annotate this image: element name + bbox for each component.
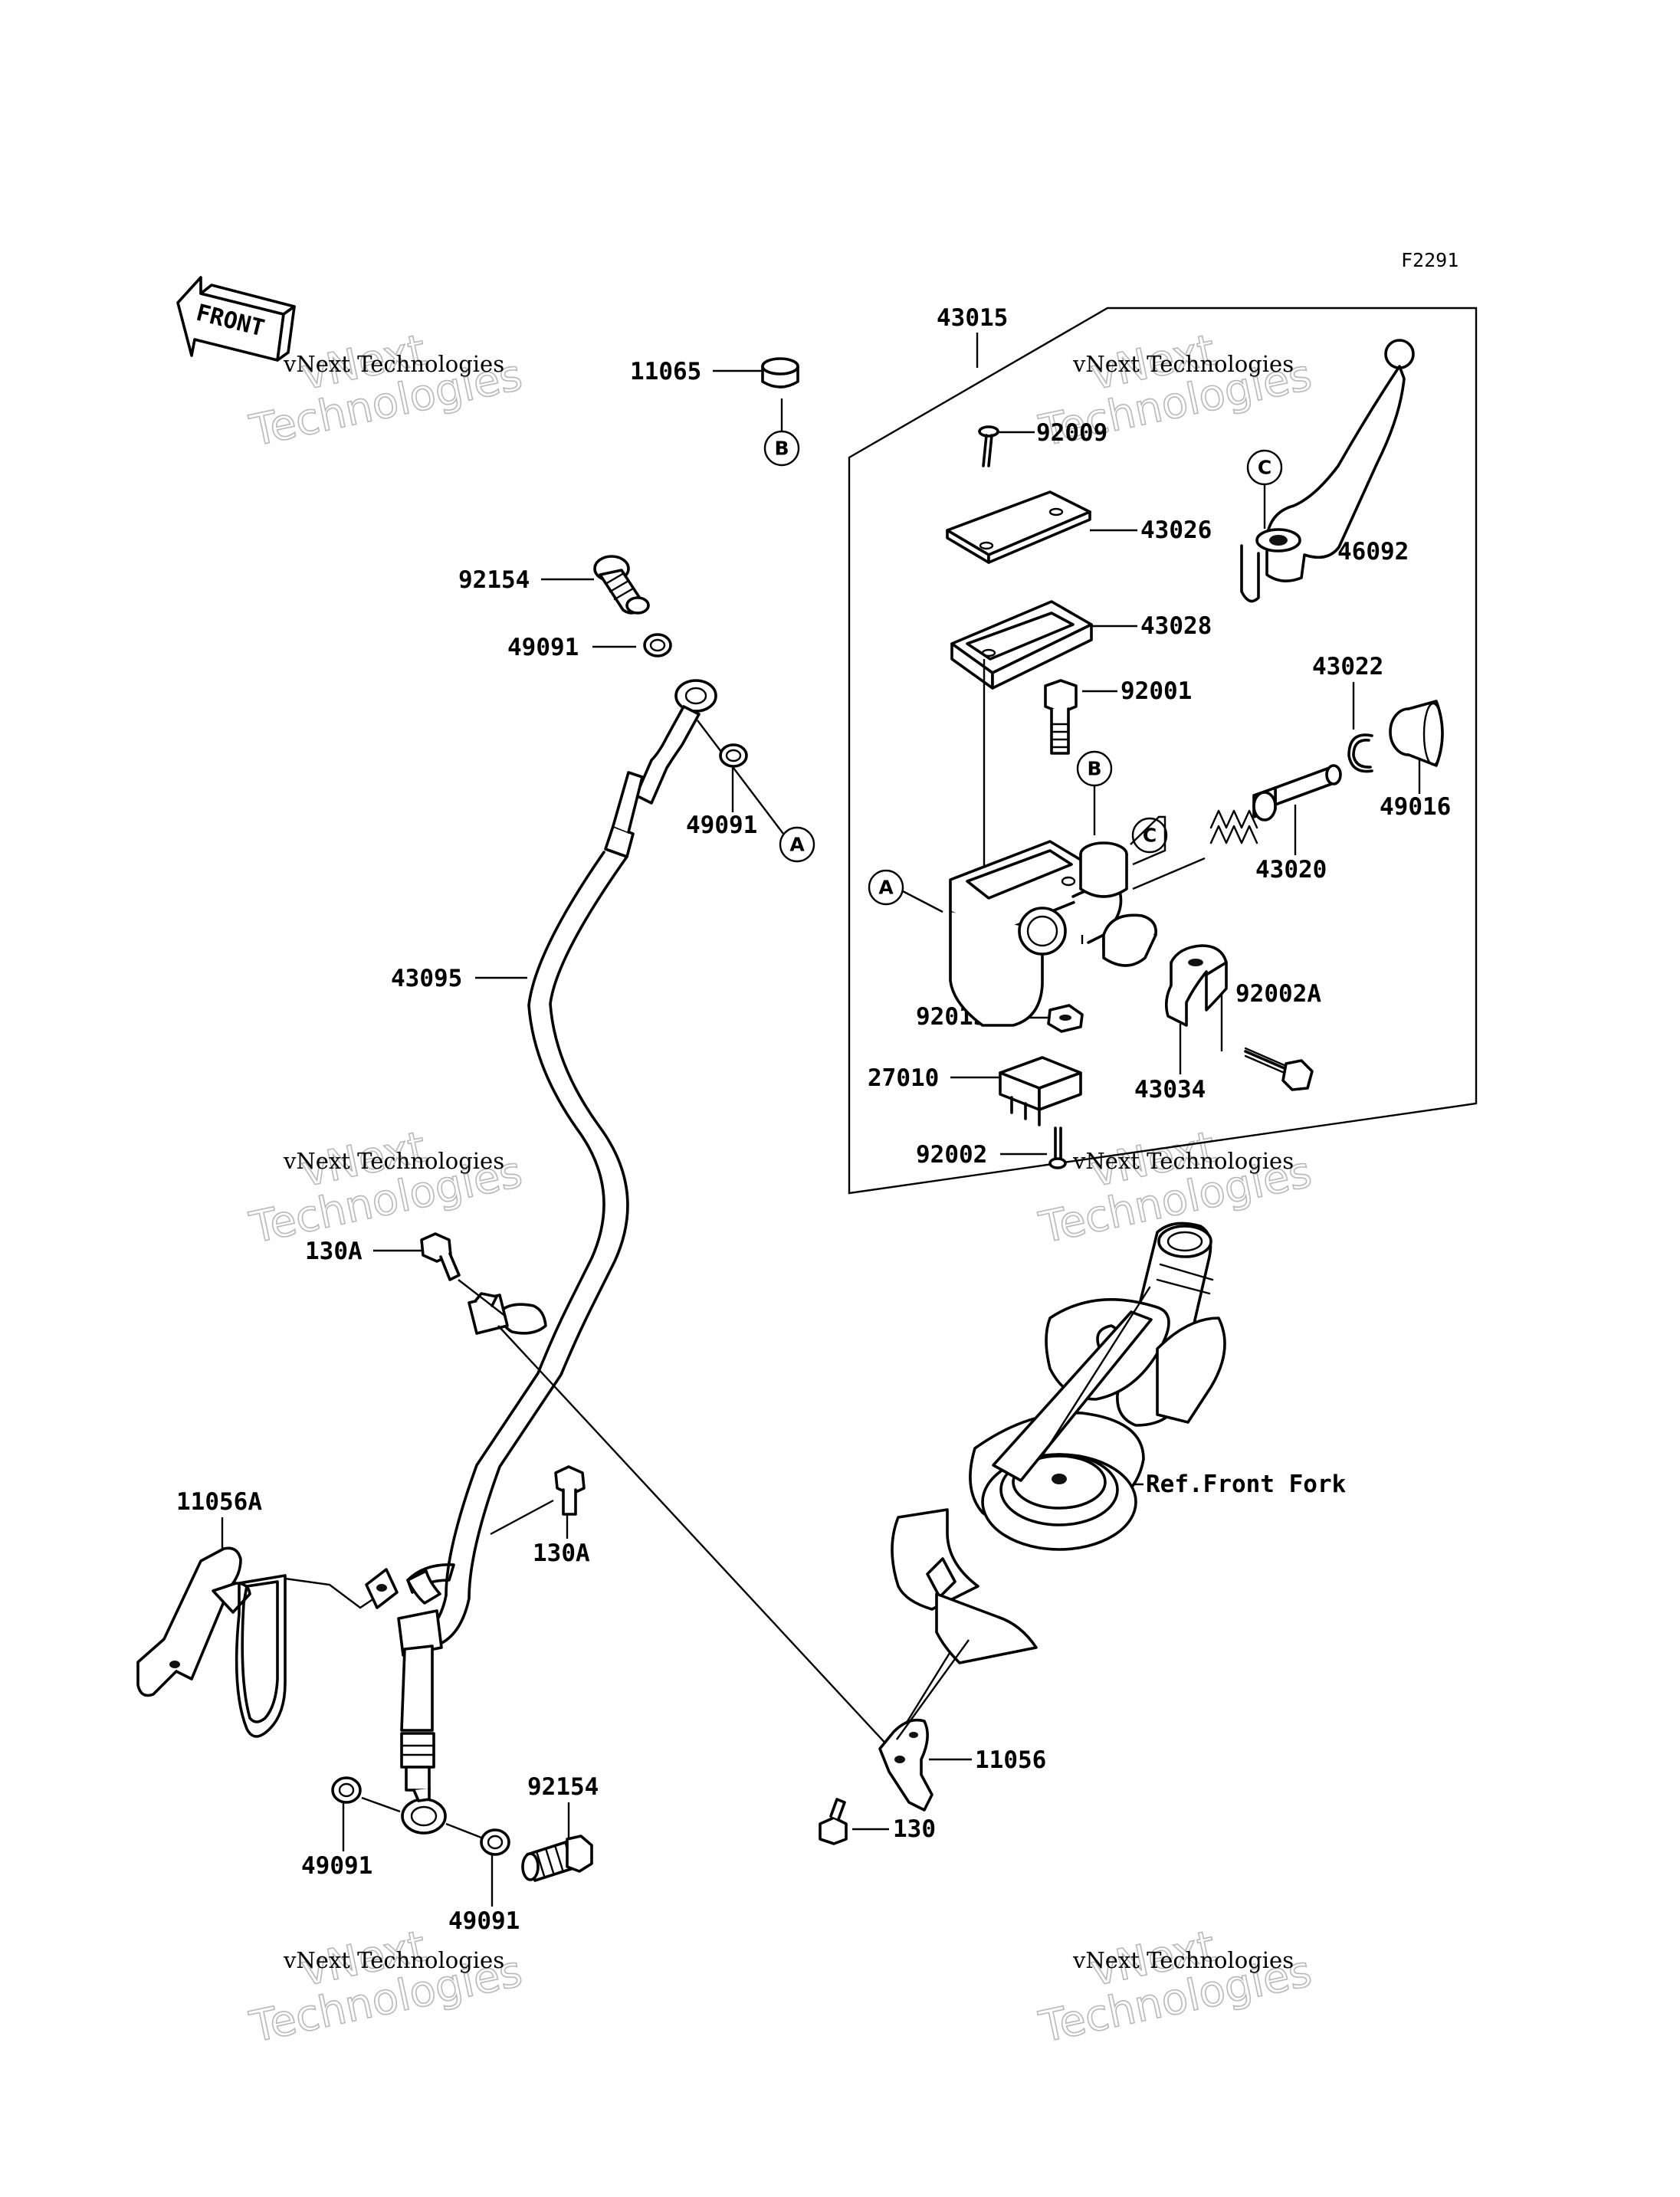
watermark-bottom-right: vNextTechnologies vNext Technologies [1025, 1903, 1317, 2054]
part-label-43095: 43095 [391, 965, 462, 992]
part-label-130: 130 [893, 1815, 936, 1843]
part-label-27010: 27010 [868, 1064, 939, 1092]
callout-b-letter: B [774, 438, 789, 460]
part-label-46092: 46092 [1337, 538, 1409, 566]
part-92001-bolt [1044, 679, 1078, 755]
front-arrow: FRONT [176, 276, 296, 362]
part-92002A-bolt [1244, 1047, 1314, 1091]
callout-c-letter: C [1143, 825, 1157, 847]
part-label-49091-mid: 49091 [686, 812, 757, 839]
part-label-49091-top: 49091 [507, 634, 579, 661]
part-49016-boot [1389, 700, 1444, 767]
part-27010-switch [999, 1056, 1082, 1126]
watermark-big: vNextTechnologies [236, 1103, 526, 1253]
part-92015-nut [1047, 1004, 1084, 1033]
part-49091-washer-bottom-right [445, 1822, 510, 1856]
watermark-text: vNext Technologies [283, 1148, 504, 1174]
part-43022-clip [1347, 733, 1373, 773]
part-92154-banjo-bolt-bottom [521, 1835, 593, 1882]
part-label-43015: 43015 [937, 304, 1008, 332]
part-11065-cap [761, 357, 799, 389]
part-130A-bolt-top [420, 1232, 507, 1317]
callout-c-top: C [1246, 449, 1283, 529]
part-130-bolt [819, 1798, 848, 1845]
callout-b-top: B [763, 398, 800, 467]
callout-a-letter: A [878, 877, 894, 899]
part-label-92002: 92002 [916, 1141, 987, 1169]
watermark-text: vNext Technologies [1072, 1947, 1294, 1973]
part-label-92154-top: 92154 [458, 566, 530, 594]
part-130A-bolt-mid [490, 1465, 586, 1536]
part-43026-cover [946, 490, 1091, 564]
part-label-43028: 43028 [1140, 612, 1212, 640]
part-label-49016: 49016 [1380, 793, 1451, 821]
part-label-43026: 43026 [1140, 516, 1212, 544]
part-label-130A-mid: 130A [533, 1540, 590, 1567]
part-49091-washer-top [643, 633, 672, 657]
part-body-clamp [1102, 913, 1157, 967]
part-43028-diaphragm [950, 600, 1093, 690]
part-92002-screw [1048, 1126, 1067, 1169]
watermark-mid-left: vNextTechnologies vNext Technologies [236, 1103, 527, 1254]
part-43034-clamp [1164, 944, 1228, 1027]
callout-c-body: C [1130, 815, 1168, 866]
part-label-92009: 92009 [1036, 419, 1107, 447]
callout-a-hose: A [697, 720, 815, 863]
callout-a-letter: A [789, 834, 805, 856]
part-46092-lever [1240, 339, 1415, 603]
callout-b-letter: B [1087, 758, 1101, 780]
part-label-43020: 43020 [1255, 856, 1327, 884]
part-label-130A-top: 130A [305, 1238, 363, 1265]
figure-code: F2291 [1401, 249, 1459, 271]
part-label-11056A: 11056A [176, 1488, 262, 1516]
part-label-92001: 92001 [1121, 677, 1192, 705]
part-front-fork-ref [891, 1221, 1226, 1740]
watermark-text: vNext Technologies [283, 1947, 504, 1973]
part-49091-washer-bottom-left [331, 1776, 401, 1813]
part-label-49091-bottom-right: 49091 [448, 1907, 520, 1935]
watermark-big: vNextTechnologies [1025, 1903, 1315, 2052]
part-label-43022: 43022 [1312, 653, 1383, 680]
part-label-92154-bottom: 92154 [527, 1773, 599, 1801]
part-43095-brake-hose [397, 679, 717, 1835]
watermark-text: vNext Technologies [1072, 1148, 1294, 1174]
part-label-11065: 11065 [630, 358, 701, 385]
part-11056A-bracket [136, 1546, 399, 1738]
part-label-49091-bottom-left: 49091 [301, 1852, 372, 1880]
callout-c-letter: C [1258, 457, 1271, 479]
callout-a-body: A [868, 869, 943, 913]
assembly-box-43015 [848, 307, 1478, 1195]
part-label-43034: 43034 [1134, 1076, 1206, 1103]
watermark-text: vNext Technologies [283, 351, 504, 377]
part-49091-washer-mid [719, 743, 748, 768]
part-92009-screw [978, 425, 999, 467]
part-label-11056: 11056 [975, 1746, 1046, 1774]
ref-front-fork-label: Ref.Front Fork [1146, 1471, 1347, 1498]
part-11056-bracket [878, 1718, 934, 1812]
watermark-text: vNext Technologies [1072, 351, 1294, 377]
part-92154-banjo-bolt-top [593, 555, 650, 615]
part-43020-piston [1209, 764, 1342, 844]
callout-b-body: B [1076, 750, 1113, 835]
part-label-92002A: 92002A [1235, 980, 1321, 1008]
